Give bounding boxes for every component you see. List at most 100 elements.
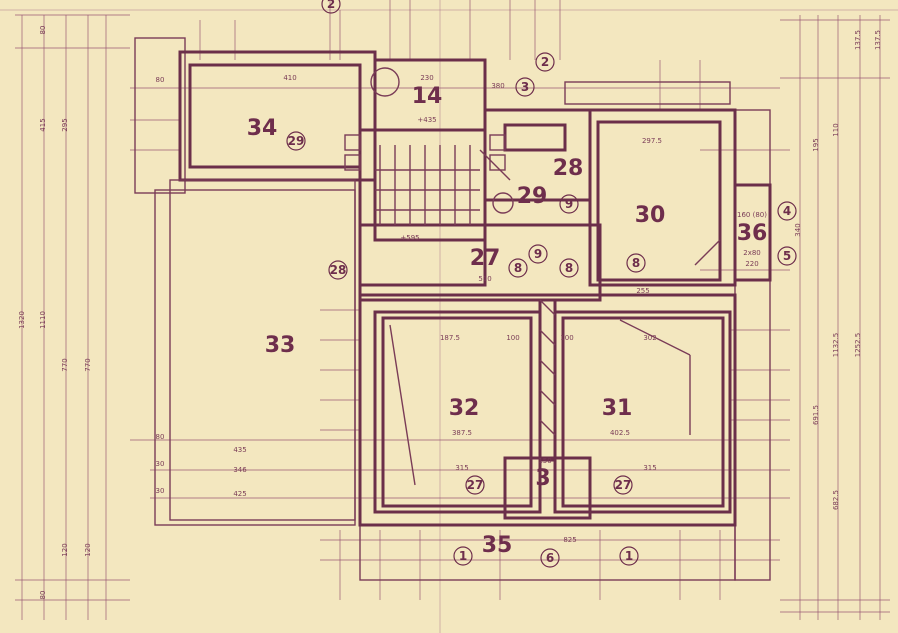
dimension-label: 435 bbox=[233, 446, 246, 454]
vertical-dimension-label: 120 bbox=[61, 543, 69, 556]
left-dimension-lines bbox=[15, 14, 130, 620]
vertical-dimension-label: 80 bbox=[39, 26, 47, 35]
dimension-label: 297.5 bbox=[642, 137, 662, 145]
terrace-outline bbox=[134, 37, 771, 581]
callout-circle-ring bbox=[321, 0, 341, 14]
callout-number: 5 bbox=[783, 249, 791, 263]
callout-circle-ring bbox=[777, 246, 797, 266]
room-number: 30 bbox=[635, 203, 666, 228]
diagonal-marks bbox=[389, 149, 721, 486]
dimension-label: 30 bbox=[156, 460, 165, 468]
vertical-dimension-label: 120 bbox=[84, 543, 92, 556]
dimension-label: 302 bbox=[643, 334, 656, 342]
room-number: 32 bbox=[449, 396, 480, 421]
dimension-label: 346 bbox=[233, 466, 247, 474]
right-dimension-lines bbox=[780, 15, 890, 620]
dimension-label: 425 bbox=[233, 490, 246, 498]
vertical-dimension-label: 691.5 bbox=[812, 405, 820, 425]
callout-circle: 27 bbox=[613, 475, 633, 495]
callout-circle: 5 bbox=[777, 246, 797, 266]
dimension-label: 160 (80) bbox=[737, 211, 767, 219]
callout-number: 9 bbox=[565, 197, 573, 211]
vertical-dimension-label: 770 bbox=[84, 358, 92, 371]
callout-circle: 6 bbox=[540, 548, 560, 568]
vertical-dimension-label: 110 bbox=[832, 123, 840, 136]
callout-circle: 3 bbox=[515, 77, 535, 97]
callout-number: 6 bbox=[546, 551, 554, 565]
dimension-label: 80 bbox=[156, 433, 165, 441]
dimension-label: 255 bbox=[636, 287, 649, 295]
callout-circle-ring bbox=[286, 131, 306, 151]
dimension-label: +435 bbox=[417, 116, 436, 124]
dimension-label: 220 bbox=[745, 260, 758, 268]
callout-circle-ring bbox=[559, 258, 579, 278]
callout-circle: 8 bbox=[626, 253, 646, 273]
callout-circle-ring bbox=[626, 253, 646, 273]
callout-circle: 28 bbox=[328, 260, 348, 280]
top-dimension-lines bbox=[199, 0, 701, 110]
callout-circle-ring bbox=[559, 194, 579, 214]
vertical-dimension-label: 137.5 bbox=[874, 30, 882, 50]
callout-number: 1 bbox=[625, 549, 633, 563]
dimension-label: 380 bbox=[491, 82, 504, 90]
callout-circle-ring bbox=[777, 201, 797, 221]
callout-circle-ring bbox=[619, 546, 639, 566]
vertical-dimension-label: 295 bbox=[61, 118, 69, 131]
vertical-dimension-label: 770 bbox=[61, 358, 69, 371]
room-number: 3 bbox=[535, 466, 550, 491]
callout-circle-ring bbox=[515, 77, 535, 97]
vertical-dimension-label: 1320 bbox=[18, 311, 26, 329]
vertical-dimension-label: 1132.5 bbox=[832, 333, 840, 358]
room-number: 14 bbox=[412, 84, 443, 109]
callout-circle-ring bbox=[328, 260, 348, 280]
callout-circle: 27 bbox=[465, 475, 485, 495]
vertical-dimension-label: 1252.5 bbox=[854, 333, 862, 358]
room-number: 29 bbox=[517, 184, 548, 209]
vent-boxes bbox=[344, 67, 514, 214]
callout-circle: 2 bbox=[321, 0, 341, 14]
dimension-label: 2x80 bbox=[743, 249, 761, 257]
vertical-dimension-label: 80 bbox=[39, 591, 47, 600]
dimension-label: 100 bbox=[506, 334, 519, 342]
room-number: 35 bbox=[482, 533, 513, 558]
callout-number: 9 bbox=[534, 247, 542, 261]
vertical-dimension-label: 340 bbox=[794, 223, 802, 236]
callout-circle: 9 bbox=[528, 244, 548, 264]
callout-circle: 1 bbox=[453, 546, 473, 566]
callout-circle: 4 bbox=[777, 201, 797, 221]
dimension-label: 402.5 bbox=[610, 429, 630, 437]
callout-circle-ring bbox=[508, 258, 528, 278]
callout-circle-ring bbox=[528, 244, 548, 264]
stair-treads bbox=[375, 145, 480, 225]
callout-circle: 2 bbox=[535, 52, 555, 72]
dimension-label: 187.5 bbox=[440, 334, 460, 342]
callout-circle-ring bbox=[465, 475, 485, 495]
callout-circle-ring bbox=[453, 546, 473, 566]
callout-number: 8 bbox=[632, 256, 640, 270]
callout-circle-ring bbox=[540, 548, 560, 568]
callout-circle-ring bbox=[535, 52, 555, 72]
callout-number: 2 bbox=[327, 0, 335, 11]
callout-circle: 9 bbox=[559, 194, 579, 214]
dimension-label: 315 bbox=[455, 464, 468, 472]
room-number: 31 bbox=[602, 396, 633, 421]
dimension-label: 100 bbox=[560, 334, 573, 342]
room-number: 33 bbox=[265, 333, 296, 358]
central-column bbox=[538, 298, 557, 462]
room-number: 28 bbox=[553, 156, 584, 181]
dimension-label: +595 bbox=[400, 234, 419, 242]
callout-number: 1 bbox=[459, 549, 467, 563]
vertical-dimension-label: 195 bbox=[812, 138, 820, 151]
vertical-dimension-label: 415 bbox=[39, 118, 47, 131]
callout-circle: 29 bbox=[286, 131, 306, 151]
callout-number: 29 bbox=[288, 134, 305, 148]
callout-number: 28 bbox=[330, 263, 347, 277]
callout-circle: 8 bbox=[559, 258, 579, 278]
callout-number: 2 bbox=[541, 55, 549, 69]
callout-number: 8 bbox=[514, 261, 522, 275]
callout-number: 27 bbox=[467, 478, 484, 492]
